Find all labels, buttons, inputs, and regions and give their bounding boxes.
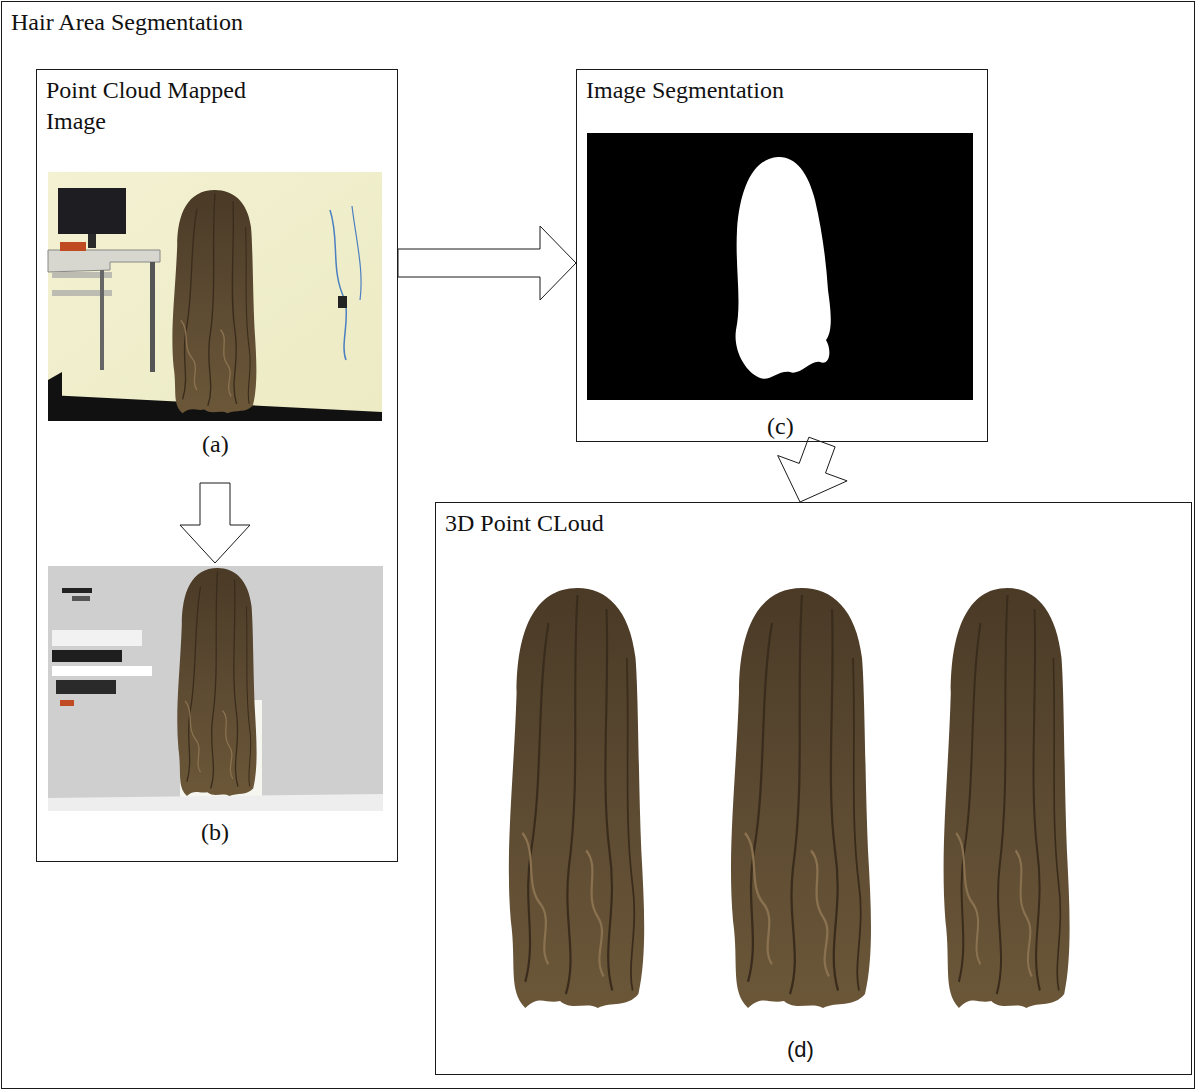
block-arrow: [398, 226, 576, 300]
figure-caption: (d): [787, 1036, 814, 1064]
stage-panel: Point Cloud Mapped Image: [36, 69, 398, 862]
block-arrow: [180, 483, 250, 563]
segmentation-mask: [587, 133, 973, 400]
panel-title: 3D Point CLoud: [436, 503, 1191, 539]
photo-b: [48, 566, 383, 811]
stage-panel: Image Segmentation: [576, 69, 988, 442]
stage-panel: 3D Point CLoud: [435, 502, 1192, 1075]
figure-caption: (a): [202, 430, 229, 458]
panel-title: Point Cloud Mapped Image: [37, 70, 287, 137]
panel-title: Image Segmentation: [577, 70, 987, 106]
panel-title: Hair Area Segmentation: [2, 2, 1194, 38]
figure-caption: (b): [201, 818, 229, 846]
photo-a: [48, 172, 382, 421]
figure-caption: (c): [767, 412, 794, 440]
point-cloud-views: [509, 588, 1070, 1008]
block-arrow: [778, 437, 847, 502]
